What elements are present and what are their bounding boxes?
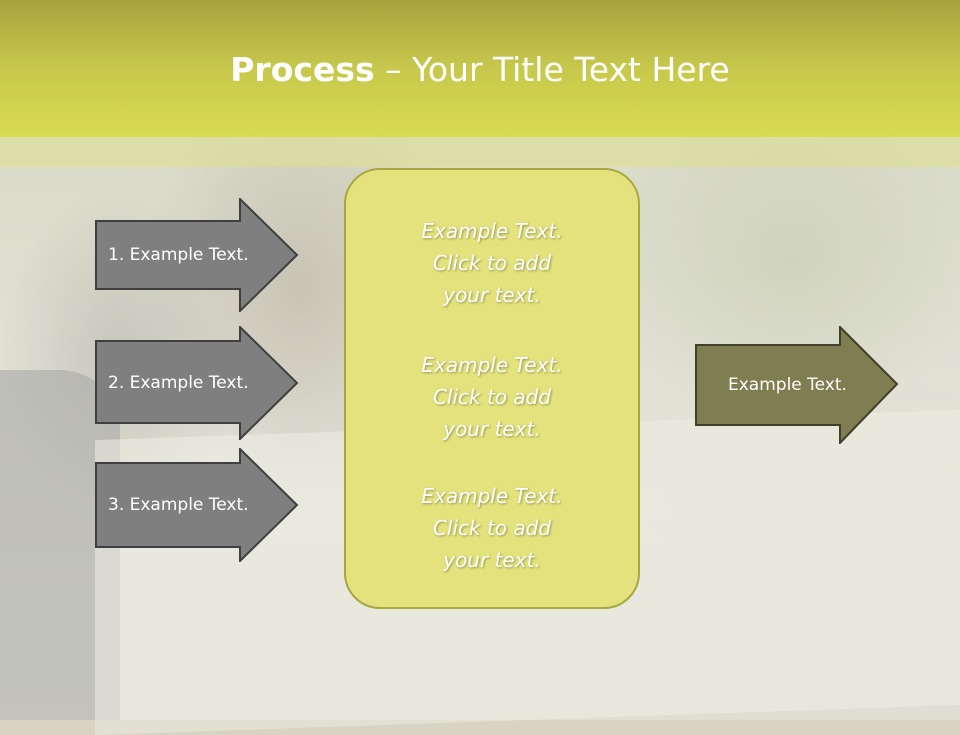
step-arrow-3[interactable]: 3. Example Text. bbox=[95, 448, 299, 562]
text-block-3[interactable]: Example Text. Click to add your text. bbox=[346, 480, 638, 576]
title-band bbox=[0, 0, 960, 137]
arrow-right-icon bbox=[695, 326, 899, 444]
center-text-panel[interactable]: Example Text. Click to add your text. Ex… bbox=[344, 168, 640, 609]
step-arrow-2[interactable]: 2. Example Text. bbox=[95, 326, 299, 440]
text-line: Example Text. bbox=[421, 353, 563, 377]
title-rest: – Your Title Text Here bbox=[374, 50, 730, 89]
text-line: Example Text. bbox=[421, 219, 563, 243]
result-arrow-label: Example Text. bbox=[728, 375, 847, 395]
text-line: Click to add bbox=[432, 251, 552, 275]
text-line: Click to add bbox=[432, 516, 552, 540]
text-line: your text. bbox=[443, 283, 541, 307]
text-line: Click to add bbox=[432, 385, 552, 409]
result-arrow[interactable]: Example Text. bbox=[695, 326, 899, 444]
arrow-right-icon bbox=[95, 198, 299, 312]
step-arrow-label: 2. Example Text. bbox=[108, 373, 249, 393]
arrow-right-icon bbox=[95, 448, 299, 562]
text-block-1[interactable]: Example Text. Click to add your text. bbox=[346, 215, 638, 311]
step-arrow-label: 1. Example Text. bbox=[108, 245, 249, 265]
text-line: your text. bbox=[443, 548, 541, 572]
step-arrow-label: 3. Example Text. bbox=[108, 495, 249, 515]
text-line: your text. bbox=[443, 417, 541, 441]
step-arrow-1[interactable]: 1. Example Text. bbox=[95, 198, 299, 312]
title-bold: Process bbox=[230, 50, 375, 89]
slide-title[interactable]: Process – Your Title Text Here bbox=[0, 50, 960, 89]
title-strip bbox=[0, 137, 960, 167]
arrow-right-icon bbox=[95, 326, 299, 440]
text-line: Example Text. bbox=[421, 484, 563, 508]
text-block-2[interactable]: Example Text. Click to add your text. bbox=[346, 349, 638, 445]
